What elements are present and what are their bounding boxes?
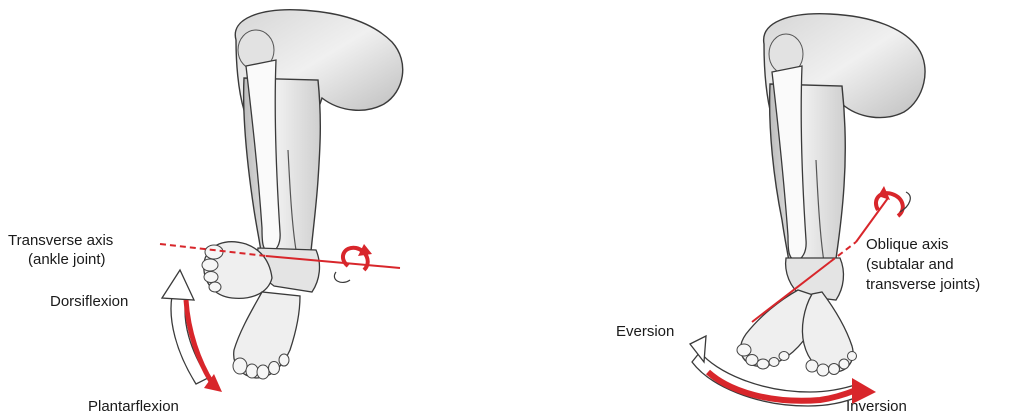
oblique-axis-label: Oblique axis	[866, 236, 949, 254]
eversion-label: Eversion	[616, 323, 674, 341]
left-leg-figure	[160, 10, 403, 392]
dorsiflexion-label: Dorsiflexion	[50, 293, 128, 311]
oblique-rotation-arrow	[876, 186, 910, 216]
transverse-joints-label: transverse joints)	[866, 276, 980, 294]
right-leg-figure	[690, 14, 925, 406]
inversion-label: Inversion	[846, 398, 907, 416]
transverse-axis-label: Transverse axis	[8, 232, 113, 250]
ankle-joint-label: (ankle joint)	[28, 251, 106, 269]
subtalar-label: (subtalar and	[866, 256, 954, 274]
plantarflexion-label: Plantarflexion	[88, 398, 179, 416]
